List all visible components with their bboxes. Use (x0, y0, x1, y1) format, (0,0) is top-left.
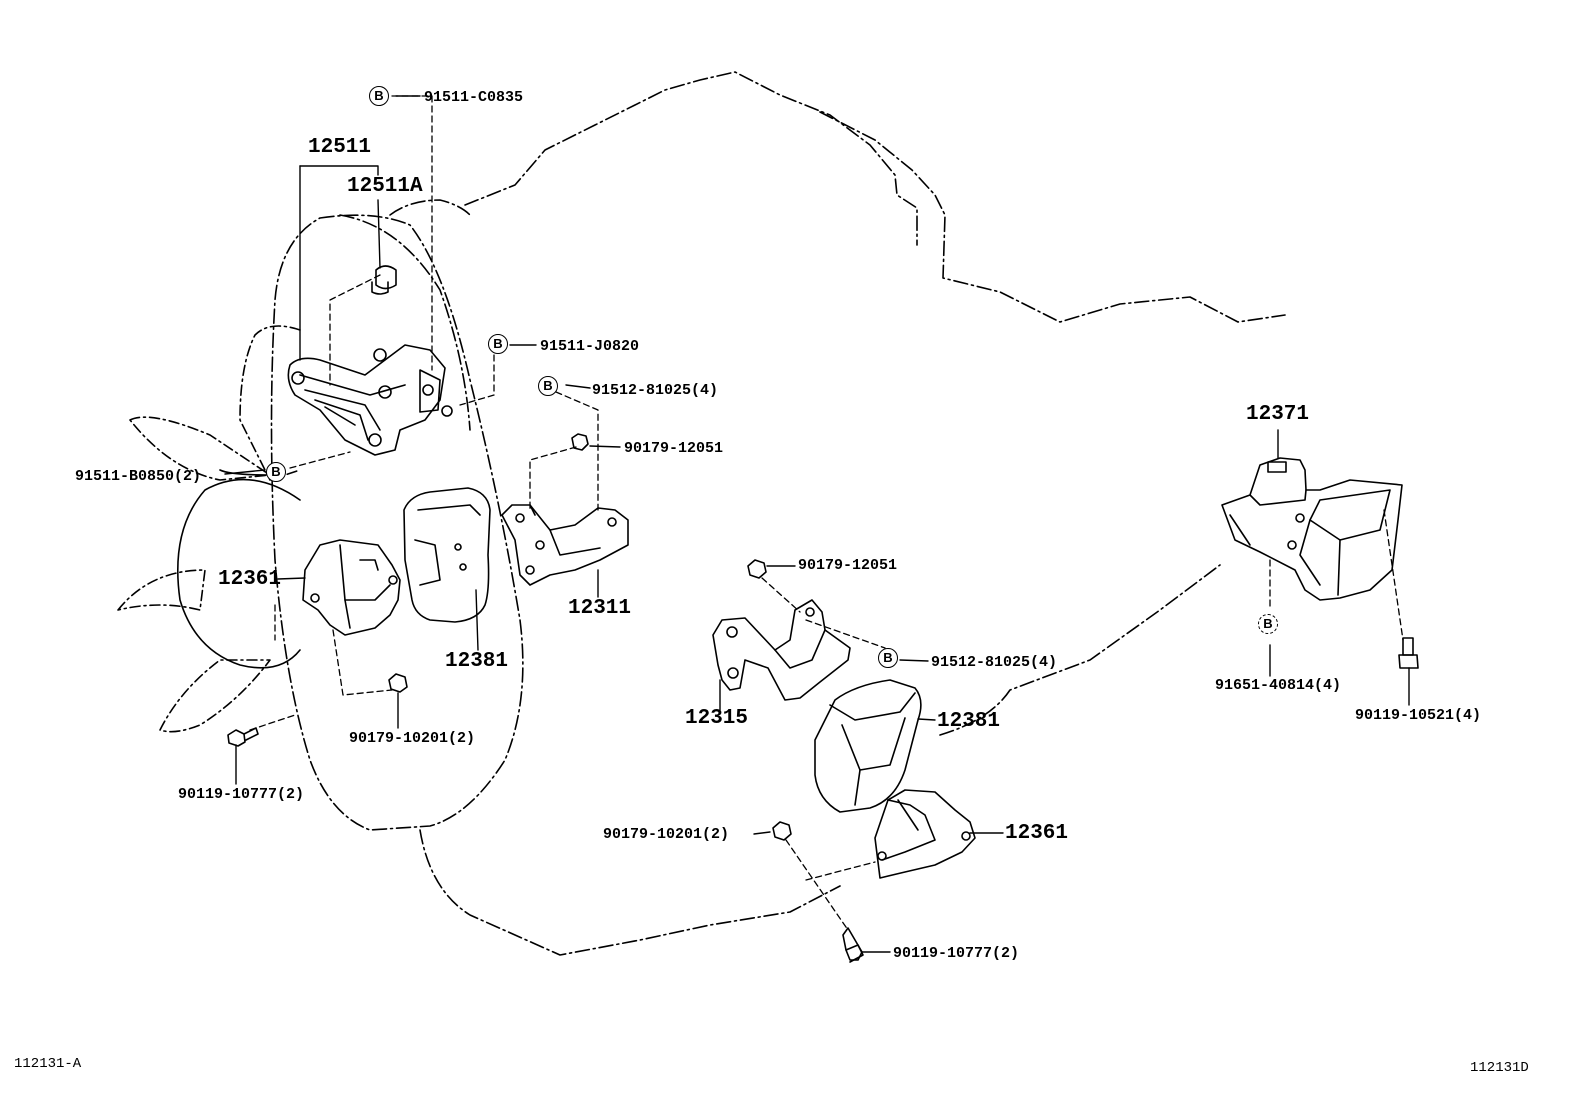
label-12371: 12371 (1246, 403, 1310, 426)
insulator-12371 (1221, 457, 1403, 601)
marker-b-91511-b0850: B (266, 462, 286, 482)
engine-outline-top (464, 71, 918, 246)
label-90119-10777-center: 90119-10777(2) (893, 945, 1020, 962)
label-12311: 12311 (568, 597, 632, 620)
label-90119-10521: 90119-10521(4) (1355, 707, 1482, 724)
label-91512-81025-mid: 91512-81025(4) (931, 654, 1058, 671)
front-cover-inner (339, 214, 471, 431)
insulator-12361-center (874, 789, 976, 879)
nut-90179-12051-mid (747, 559, 767, 579)
label-12511a: 12511A (347, 175, 423, 198)
label-90179-10201-left: 90179-10201(2) (349, 730, 476, 747)
diagram-id-left: 112131-A (14, 1056, 82, 1072)
engine-outline-right (939, 564, 1221, 736)
label-91512-81025-top: 91512-81025(4) (592, 382, 719, 399)
fan-blade-bottom (159, 659, 271, 733)
insulator-12361-left (302, 539, 401, 636)
label-12315: 12315 (685, 707, 749, 730)
marker-b-91512-81025-top: B (538, 376, 558, 396)
dashed-leader-lines (249, 95, 1404, 931)
marker-b-91512-81025-mid: B (878, 648, 898, 668)
nut-90179-10201-left (388, 673, 408, 693)
engine-mount-bracket-12511 (287, 344, 453, 456)
label-90119-10777-left: 90119-10777(2) (178, 786, 305, 803)
label-91511-c0835: 91511-C0835 (424, 89, 524, 106)
bolt-90119-10777-left (227, 727, 259, 747)
bolt-90119-10777-center (842, 927, 864, 963)
marker-b-91651-40814: B (1258, 614, 1278, 634)
label-12381-left: 12381 (445, 650, 509, 673)
label-90179-12051-mid: 90179-12051 (798, 557, 898, 574)
marker-b-91511-c0835: B (369, 86, 389, 106)
engine-outline-upper-curve (389, 199, 471, 216)
label-12511: 12511 (308, 136, 372, 159)
fan-hub (177, 478, 301, 669)
fan-blade-lower-left (117, 569, 206, 611)
label-12381-center: 12381 (937, 710, 1001, 733)
bracket-12315 (712, 599, 851, 701)
engine-outline-top-inner (819, 111, 1286, 323)
diagram-id-right: 112131D (1470, 1060, 1529, 1076)
marker-b-91511-j0820: B (488, 334, 508, 354)
label-12361-center: 12361 (1005, 822, 1069, 845)
cushion-12381-center (814, 679, 922, 813)
label-91511-b0850: 91511-B0850(2) (75, 468, 202, 485)
fan-hub-arc (219, 469, 271, 476)
cushion-12381-left (403, 487, 491, 623)
label-91511-j0820: 91511-J0820 (540, 338, 640, 355)
fan-blade-left (129, 416, 271, 481)
front-cover-outline (270, 214, 524, 831)
bracket-12311 (501, 504, 629, 586)
label-12361-left: 12361 (218, 568, 282, 591)
fan-blade-top (239, 325, 301, 481)
stud-12511a (371, 265, 397, 295)
label-91651-40814: 91651-40814(4) (1215, 677, 1342, 694)
label-90179-12051-top: 90179-12051 (624, 440, 724, 457)
nut-90179-10201-center (772, 821, 792, 841)
engine-outline-bottom (419, 829, 841, 956)
bolt-90119-10521 (1398, 637, 1419, 669)
label-90179-10201-center: 90179-10201(2) (603, 826, 730, 843)
solid-leader-lines (224, 95, 1410, 953)
